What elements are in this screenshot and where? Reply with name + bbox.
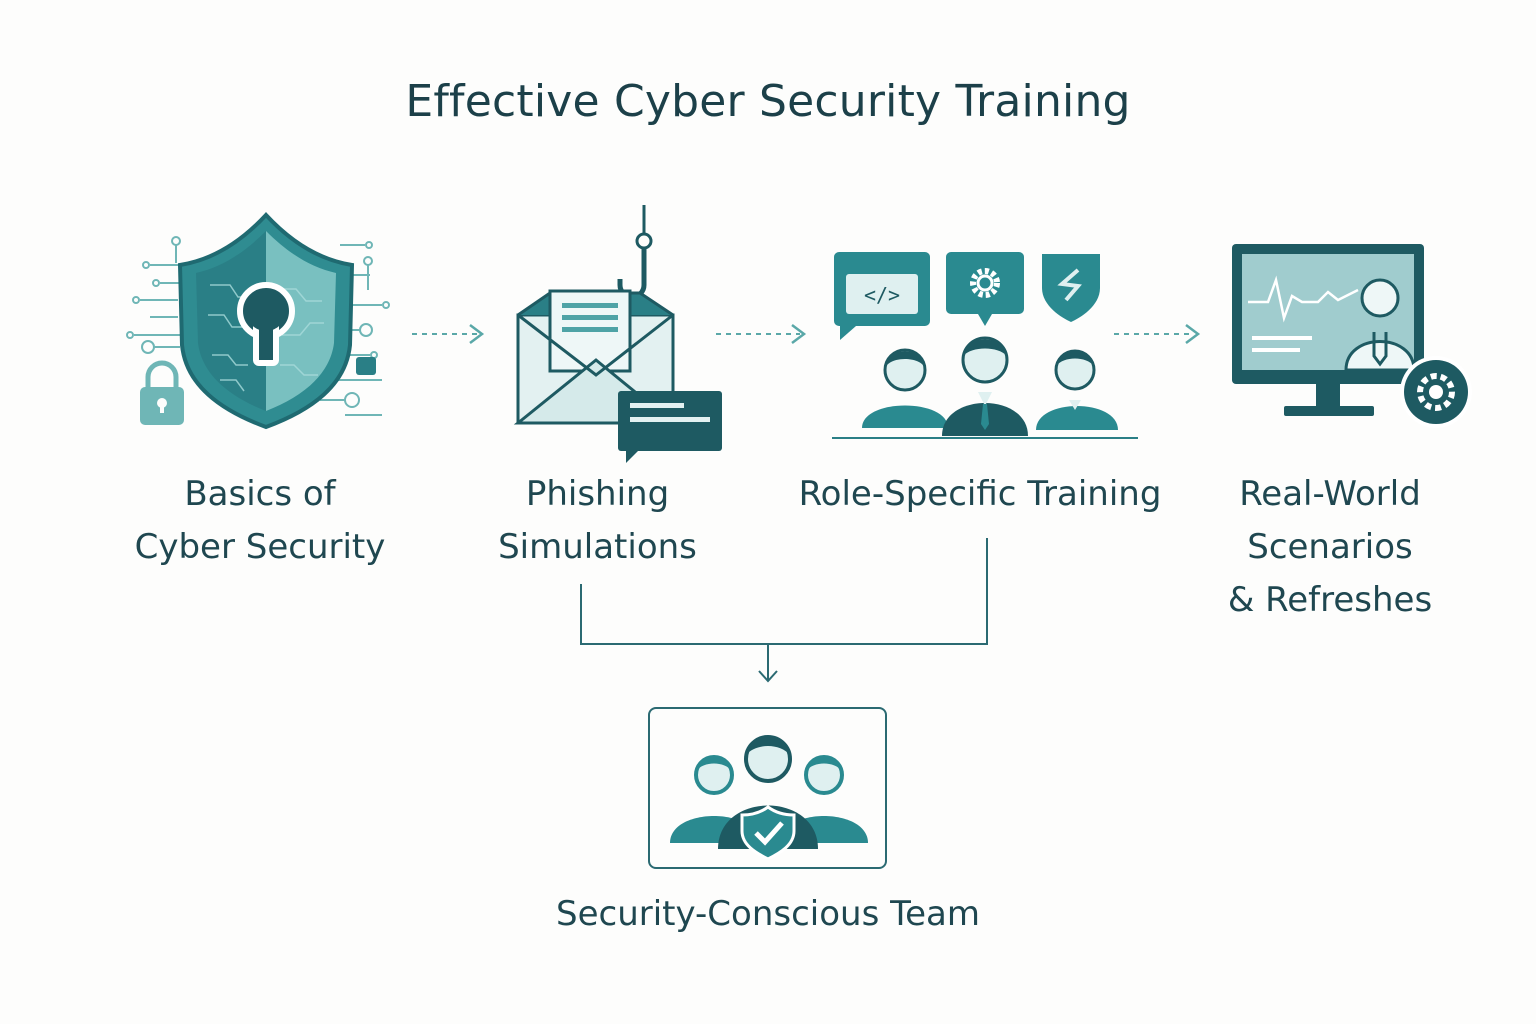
phishing-email-icon — [510, 205, 730, 465]
svg-text:</>: </> — [864, 283, 900, 307]
result-label: Security-Conscious Team — [556, 894, 980, 934]
role-team-icon: </> — [830, 248, 1140, 443]
result-box — [648, 707, 887, 869]
secure-team-icon — [666, 719, 871, 859]
stage-label-phishing: Phishing Simulations — [498, 474, 697, 567]
diagram-title: Effective Cyber Security Training — [405, 76, 1131, 127]
flow-arrow-3 — [1112, 320, 1208, 348]
monitor-scenario-icon — [1228, 240, 1478, 440]
stage-label-role-specific: Role-Specific Training — [798, 474, 1162, 514]
stage-label-real-world: Real-World Scenarios & Refreshes — [1227, 474, 1433, 620]
flow-arrow-1 — [410, 320, 490, 348]
flow-arrow-2 — [714, 320, 814, 348]
shield-keyhole-icon — [120, 205, 400, 435]
stage-label-basics: Basics of Cyber Security — [134, 474, 386, 567]
